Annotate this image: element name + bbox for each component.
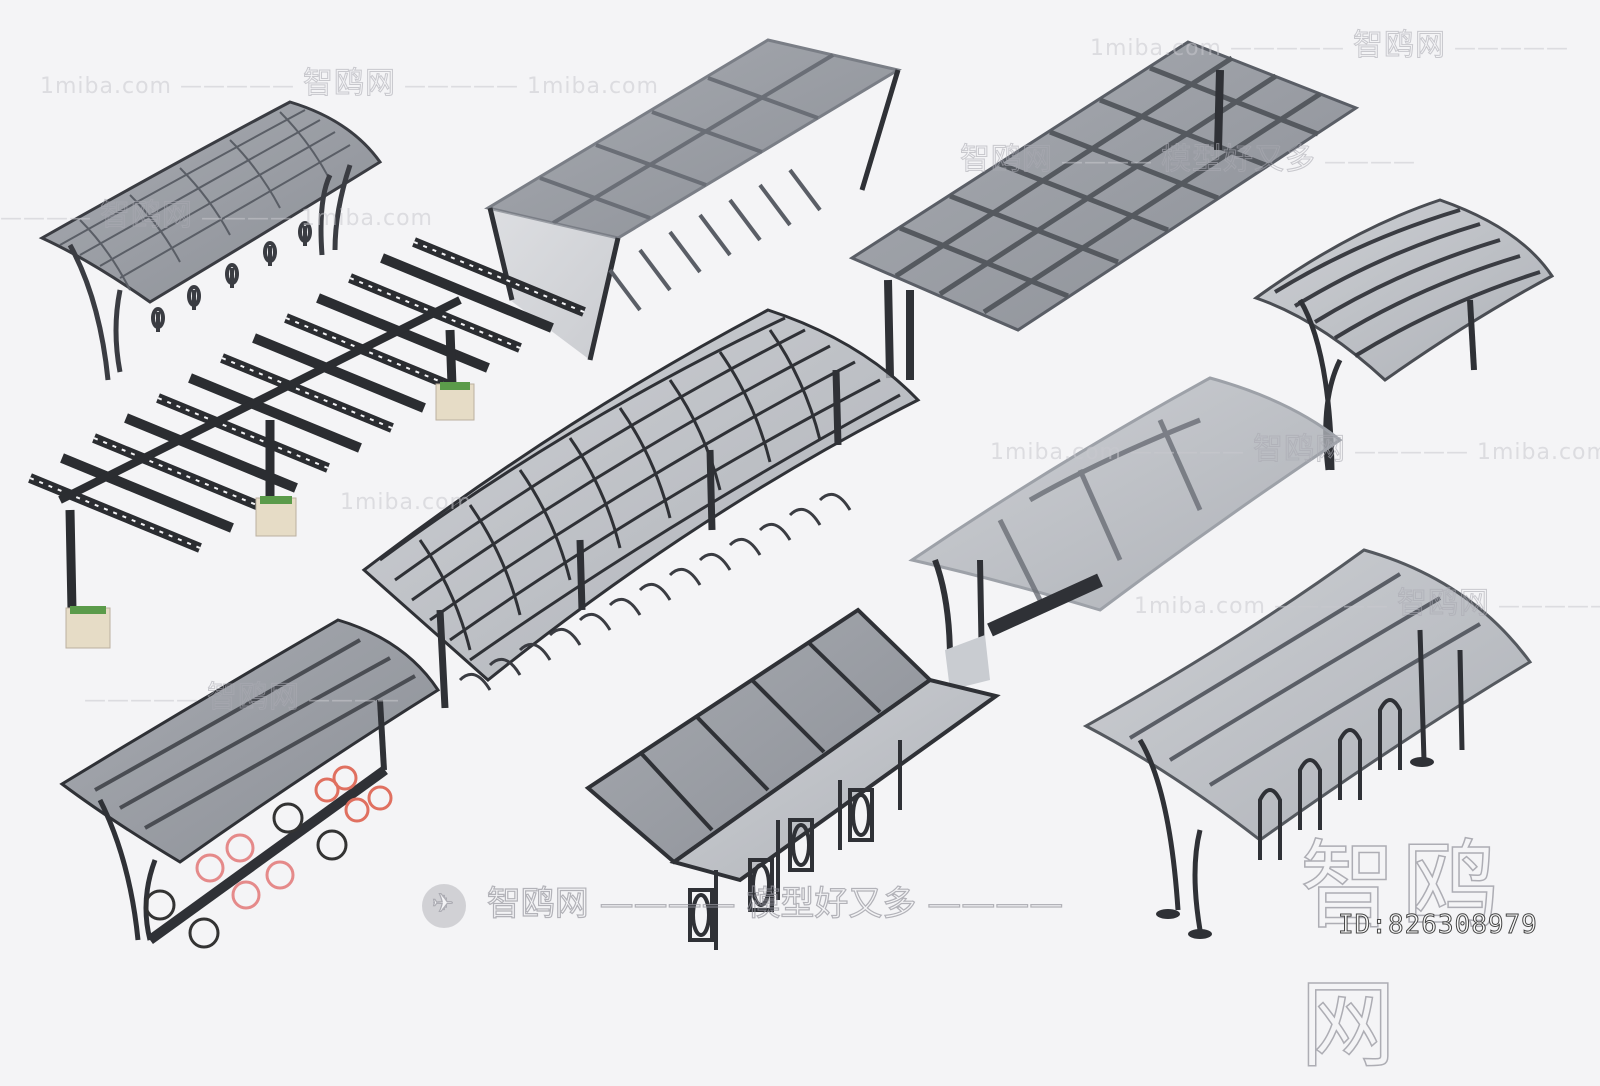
- watermark-dashes: ————: [927, 883, 1064, 924]
- shelter-pergola-ladder: [28, 237, 586, 649]
- watermark-big-brand: 智鸥网: [1299, 829, 1504, 1082]
- shelter-domed-glass: [908, 376, 1343, 690]
- bicycles: [144, 765, 393, 949]
- watermark-bottom-slogan: 智鸥网 ———— 模型好又多 ————: [422, 876, 1064, 928]
- watermark-brand-text: 智鸥网: [486, 883, 589, 924]
- shelter-curved-roof-with-racks: [38, 100, 383, 381]
- shelter-flat-grid-roof: [848, 40, 1360, 380]
- watermark-slogan-text: 模型好又多: [746, 883, 917, 924]
- brand-logo-icon: [422, 883, 466, 928]
- watermark-dashes: ————: [599, 883, 736, 924]
- shelter-long-arched: [361, 308, 921, 709]
- shelter-curved-with-bicycles: [59, 618, 441, 949]
- shelter-flat-roof-side-glass: [484, 38, 902, 361]
- shelter-curved-hoop-racks: [1082, 548, 1533, 939]
- shelter-butterfly-roof: [584, 607, 1001, 950]
- image-id-label: ID:826308979: [1338, 910, 1538, 941]
- shelter-curved-cantilever: [1252, 198, 1555, 471]
- render-canvas: [28, 38, 1555, 950]
- planter: [65, 382, 475, 649]
